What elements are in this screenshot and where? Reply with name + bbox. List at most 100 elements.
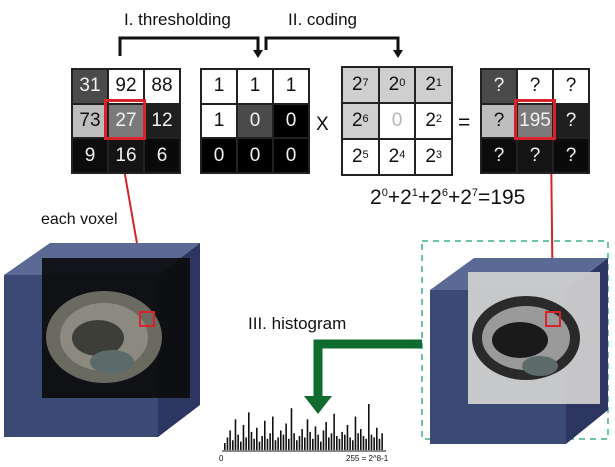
- weight-exponent: 2: [435, 113, 443, 125]
- histogram-bar: [349, 437, 351, 450]
- coding-arrowhead: [393, 50, 403, 58]
- voxel-marker-right: [545, 311, 561, 327]
- term-exponent: 0: [381, 187, 388, 199]
- histogram-bar: [368, 404, 370, 450]
- green-arrow: [313, 339, 422, 400]
- weight-exponent: 3: [435, 149, 443, 161]
- term-exponent: 1: [411, 187, 418, 199]
- histogram-x-min: 0: [219, 454, 224, 463]
- weight-exponent: 1: [435, 77, 443, 89]
- right-brain-volume: [430, 258, 608, 444]
- histogram-bar: [362, 436, 365, 450]
- histogram-bar: [346, 424, 349, 450]
- weight-base: 2: [425, 146, 436, 167]
- histogram-bar: [341, 431, 343, 450]
- plus-sign: +: [387, 186, 401, 209]
- histogram-bar: [290, 408, 293, 450]
- histogram-bar: [330, 433, 333, 450]
- term-base: 2: [370, 186, 382, 209]
- histogram-bar: [256, 427, 258, 450]
- histogram-bar: [304, 437, 306, 450]
- thresholding-arrowhead: [253, 50, 263, 58]
- output-grid-cell: ?: [553, 138, 589, 173]
- weight-base: 2: [351, 110, 363, 131]
- histogram-bar: [296, 440, 298, 450]
- weight-exponent: 5: [362, 149, 369, 161]
- input-grid-cell: 12: [144, 103, 180, 139]
- binary-grid-cell: 1: [273, 69, 309, 104]
- thresholding-label: I. thresholding: [124, 10, 231, 29]
- green-arrowhead: [304, 396, 332, 414]
- histogram-bar: [264, 420, 266, 450]
- histogram-bar: [381, 433, 383, 450]
- histogram-bar: [253, 438, 255, 450]
- weight-base: 2: [351, 74, 363, 95]
- histogram-bar: [354, 416, 357, 450]
- histogram-bar: [242, 424, 245, 450]
- weight-exponent: 6: [362, 113, 369, 125]
- binary-grid-cell: 1: [201, 69, 237, 104]
- histogram-bar: [250, 431, 253, 450]
- histogram-bar: [360, 429, 362, 450]
- left-brain-volume: [4, 243, 200, 437]
- histogram-bar: [261, 436, 263, 450]
- input-grid-cell: 6: [144, 138, 180, 173]
- histogram-bar: [237, 434, 239, 450]
- output-grid-cell: ?: [481, 69, 517, 104]
- binary-grid-cell: 0: [237, 103, 273, 139]
- term-exponent: 7: [471, 187, 479, 199]
- multiply-symbol: X: [316, 114, 329, 135]
- histogram-bar: [229, 430, 231, 450]
- binary-grid-cell: 1: [201, 103, 237, 139]
- histogram-bar: [320, 441, 322, 450]
- weight-exponent: 0: [399, 77, 406, 89]
- input-grid-cell: 27: [108, 103, 144, 139]
- term-base: 2: [400, 186, 412, 209]
- histogram-bar: [357, 433, 359, 450]
- histogram-bar: [274, 440, 277, 450]
- input-grid-cell: 73: [72, 103, 108, 139]
- histogram-bar: [365, 438, 367, 450]
- output-highlight: [514, 99, 556, 140]
- weight-exponent: 7: [362, 77, 369, 89]
- histogram-bar: [328, 437, 330, 450]
- histogram-bar: [317, 434, 319, 450]
- input-grid-cell: 88: [144, 69, 180, 104]
- histogram-bar: [269, 433, 271, 450]
- output-grid-cell: ?: [517, 138, 553, 173]
- weight-base: 2: [351, 146, 363, 167]
- coding-label: II. coding: [288, 10, 357, 29]
- output-grid-cell: ?: [481, 138, 517, 173]
- histogram-bar: [301, 429, 303, 450]
- histogram-bar: [266, 438, 269, 450]
- input-grid-cell: 9: [72, 138, 108, 173]
- histogram-bar: [378, 438, 381, 450]
- each-voxel-label: each voxel: [41, 211, 118, 228]
- histogram-bar: [376, 427, 378, 450]
- histogram-bar: [285, 423, 287, 450]
- histogram-bar: [277, 437, 279, 450]
- histogram-bar: [280, 430, 282, 450]
- histogram-bar: [226, 437, 229, 450]
- output-grid-cell: ?: [517, 69, 553, 104]
- histogram-bar: [333, 413, 335, 450]
- histogram-bar: [325, 422, 327, 450]
- output-grid-cell: ?: [553, 103, 589, 139]
- step-connectors: [118, 36, 400, 56]
- coding-bracket: [264, 36, 400, 50]
- weight-base: 2: [425, 110, 436, 131]
- weights-grid-cell: 0: [378, 103, 416, 139]
- histogram-bar: [344, 434, 346, 450]
- output-grid: ????195????: [480, 68, 590, 174]
- histogram-bar: [272, 416, 274, 450]
- term-base: 2: [460, 186, 472, 209]
- histogram-bar: [245, 437, 247, 450]
- histogram-bar: [306, 419, 309, 450]
